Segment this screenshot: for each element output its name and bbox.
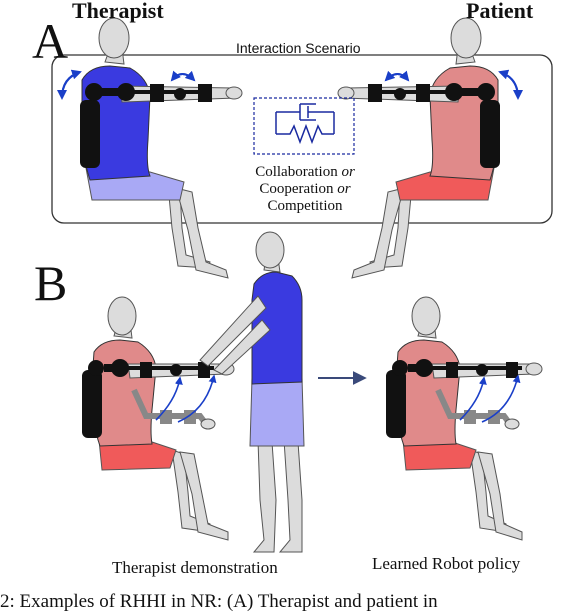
therapist-label: Therapist (72, 0, 164, 23)
panel-b-letter: B (34, 255, 68, 311)
policy-caption: Learned Robot policy (372, 554, 521, 573)
panel-a-letter: A (32, 13, 69, 69)
demo-caption: Therapist demonstration (112, 558, 278, 577)
spring-damper-icon (253, 97, 355, 155)
patient-label: Patient (466, 0, 534, 23)
interaction-modes: Collaboration or Cooperation or Competit… (240, 164, 370, 215)
mode-competition: Competition (267, 198, 343, 214)
mode-collaboration: Collaboration or (255, 164, 355, 180)
patient-demo-figure (82, 296, 235, 541)
figure-caption: 2: Examples of RHHI in NR: (A) Therapist… (0, 591, 438, 612)
patient-policy-figure (386, 296, 543, 541)
scenario-box (51, 54, 553, 224)
patient-figure (337, 17, 523, 279)
scenario-title: Interaction Scenario (236, 40, 361, 56)
mode-cooperation: Cooperation or (259, 181, 351, 197)
therapist-figure (57, 17, 243, 279)
therapist-standing-figure (199, 231, 305, 553)
